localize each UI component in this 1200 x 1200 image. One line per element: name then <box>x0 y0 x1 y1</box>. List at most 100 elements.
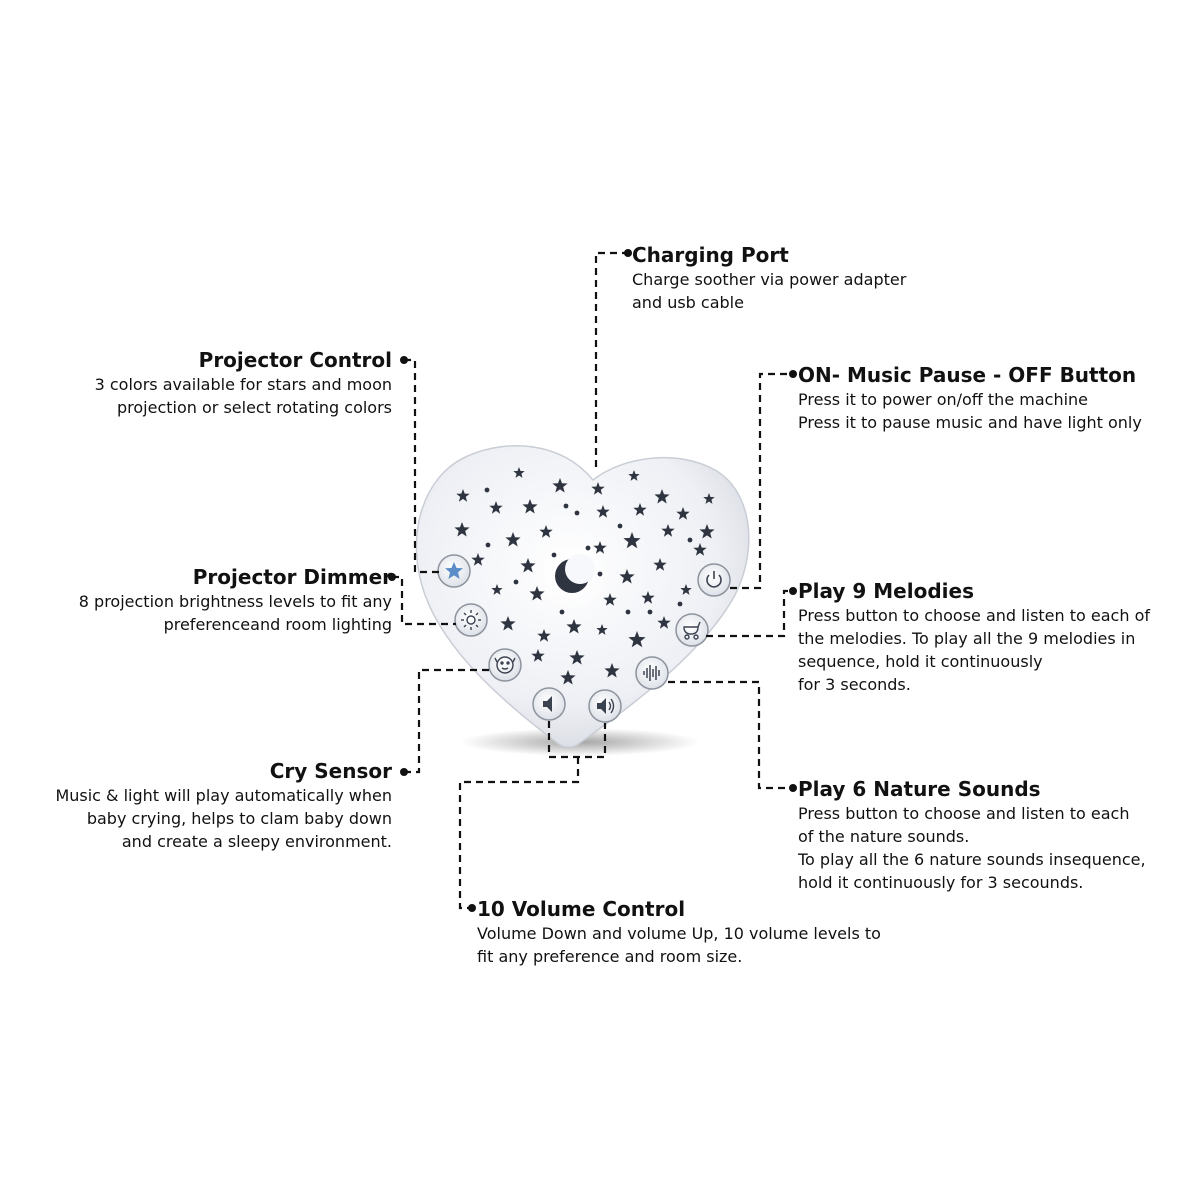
moon-icon <box>555 554 595 593</box>
star-cutout <box>531 649 545 662</box>
callout-title: Projector Control <box>198 348 392 372</box>
callout-desc-line: 3 colors available for stars and moon <box>94 375 392 394</box>
star-cutout <box>633 503 647 516</box>
sun-icon <box>461 610 481 630</box>
callout-desc-line: and usb cable <box>632 293 744 312</box>
power-icon <box>706 571 722 588</box>
dot-cutout <box>617 523 623 529</box>
callout-cry-sensor: Cry Sensor Music & light will play autom… <box>55 758 392 853</box>
star-cutout <box>529 586 545 601</box>
leader-projector-dimmer <box>392 575 456 626</box>
dot-cutout <box>563 503 569 509</box>
leader-cry-sensor <box>404 668 490 774</box>
star-cutout <box>505 532 521 547</box>
melodies-button[interactable] <box>675 613 709 647</box>
power-button[interactable] <box>697 563 731 597</box>
leader-power-button <box>730 372 793 590</box>
star-cutout <box>552 478 568 493</box>
callout-nature-sounds: Play 6 Nature Sounds Press button to cho… <box>798 776 1146 894</box>
star-cutouts <box>454 467 715 685</box>
callout-desc-line: To play all the 6 nature sounds insequen… <box>798 850 1146 869</box>
leader-volume-down <box>458 757 580 910</box>
callout-desc-line: 8 projection brightness levels to fit an… <box>78 592 392 611</box>
leader-dots <box>388 249 797 912</box>
star-cutout <box>596 505 610 518</box>
star-cutout <box>596 624 608 635</box>
leader-projector-control <box>404 358 440 574</box>
dot-cutout <box>559 609 565 615</box>
star-cutout <box>693 543 707 556</box>
dot-cutout <box>677 601 683 607</box>
callout-desc-line: Press it to power on/off the machine <box>798 390 1089 409</box>
callout-volume: 10 Volume Control Volume Down and volume… <box>477 896 881 968</box>
star-cutout <box>661 524 675 537</box>
star-cutout <box>623 532 641 549</box>
volume-up-button[interactable] <box>588 689 622 723</box>
callout-projector-dimmer: Projector Dimmer 8 projection brightness… <box>79 564 392 636</box>
callout-melodies: Play 9 Melodies Press button to choose a… <box>798 578 1150 696</box>
nature-sounds-button[interactable] <box>635 656 669 690</box>
callout-desc-line: for 3 seconds. <box>798 675 911 694</box>
star-cutout <box>591 482 605 495</box>
star-cutout <box>491 584 503 595</box>
callout-desc-line: projection or select rotating colors <box>117 398 392 417</box>
dot-cutout <box>513 579 519 585</box>
star-cutout <box>680 584 692 595</box>
star-cutout <box>657 616 671 629</box>
callout-title: ON- Music Pause - OFF Button <box>798 363 1137 387</box>
star-cutout <box>489 501 503 514</box>
star-cutout <box>653 558 667 571</box>
volume-down-button[interactable] <box>532 687 566 721</box>
dot-cutout <box>484 487 490 493</box>
callout-projector-control: Projector Control 3 colors available for… <box>95 347 392 419</box>
star-cutout <box>513 467 525 478</box>
callout-power-button: ON- Music Pause - OFF Button Press it to… <box>798 362 1142 434</box>
projector-button[interactable] <box>437 554 471 588</box>
leader-lines <box>392 251 793 910</box>
star-cutout <box>456 489 470 502</box>
speaker-high-icon <box>597 698 615 714</box>
dimmer-button[interactable] <box>454 603 488 637</box>
dot-cutout <box>585 545 591 551</box>
dot-cutout <box>485 542 491 548</box>
callout-desc-line: hold it continuously for 3 secounds. <box>798 873 1084 892</box>
baby-face-icon <box>494 656 516 674</box>
callout-desc-line: Volume Down and volume Up, 10 volume lev… <box>477 924 881 943</box>
star-cutout <box>566 619 582 634</box>
callout-desc-line: Charge soother via power adapter <box>632 270 907 289</box>
speaker-low-icon <box>543 696 552 712</box>
callout-charging-port: Charging Port Charge soother via power a… <box>632 242 906 314</box>
leader-nature-sounds <box>668 680 793 790</box>
star-icon <box>445 562 463 579</box>
star-cutout <box>703 493 715 504</box>
star-cutout <box>628 470 640 481</box>
star-cutout <box>471 553 485 566</box>
star-cutout <box>699 524 715 539</box>
callout-desc-line: Press it to pause music and have light o… <box>798 413 1142 432</box>
cry-sensor-button[interactable] <box>488 648 522 682</box>
callout-title: 10 Volume Control <box>477 897 686 921</box>
star-cutout <box>522 499 538 514</box>
callout-desc-line: Press button to choose and listen to eac… <box>798 606 1150 625</box>
callout-title: Cry Sensor <box>269 759 392 783</box>
callout-desc-line: preferenceand room lighting <box>163 615 392 634</box>
dot-cutout <box>687 537 693 543</box>
leader-melodies <box>706 589 793 638</box>
stroller-icon <box>683 621 701 640</box>
callout-title: Charging Port <box>632 243 789 267</box>
star-cutout <box>539 525 553 538</box>
callout-desc-line: sequence, hold it continuously <box>798 652 1043 671</box>
star-cutout <box>500 616 516 631</box>
callout-desc-line: Music & light will play automatically wh… <box>55 786 392 805</box>
star-cutout <box>641 591 655 604</box>
sound-wave-icon <box>643 665 660 681</box>
star-cutout <box>537 629 551 642</box>
dot-cutout <box>574 510 580 516</box>
star-cutout <box>569 650 585 665</box>
callout-desc-line: Press button to choose and listen to eac… <box>798 804 1130 823</box>
callout-desc-line: fit any preference and room size. <box>477 947 743 966</box>
star-cutout <box>619 569 635 584</box>
star-cutout <box>520 558 536 573</box>
dot-cutout <box>551 552 557 558</box>
